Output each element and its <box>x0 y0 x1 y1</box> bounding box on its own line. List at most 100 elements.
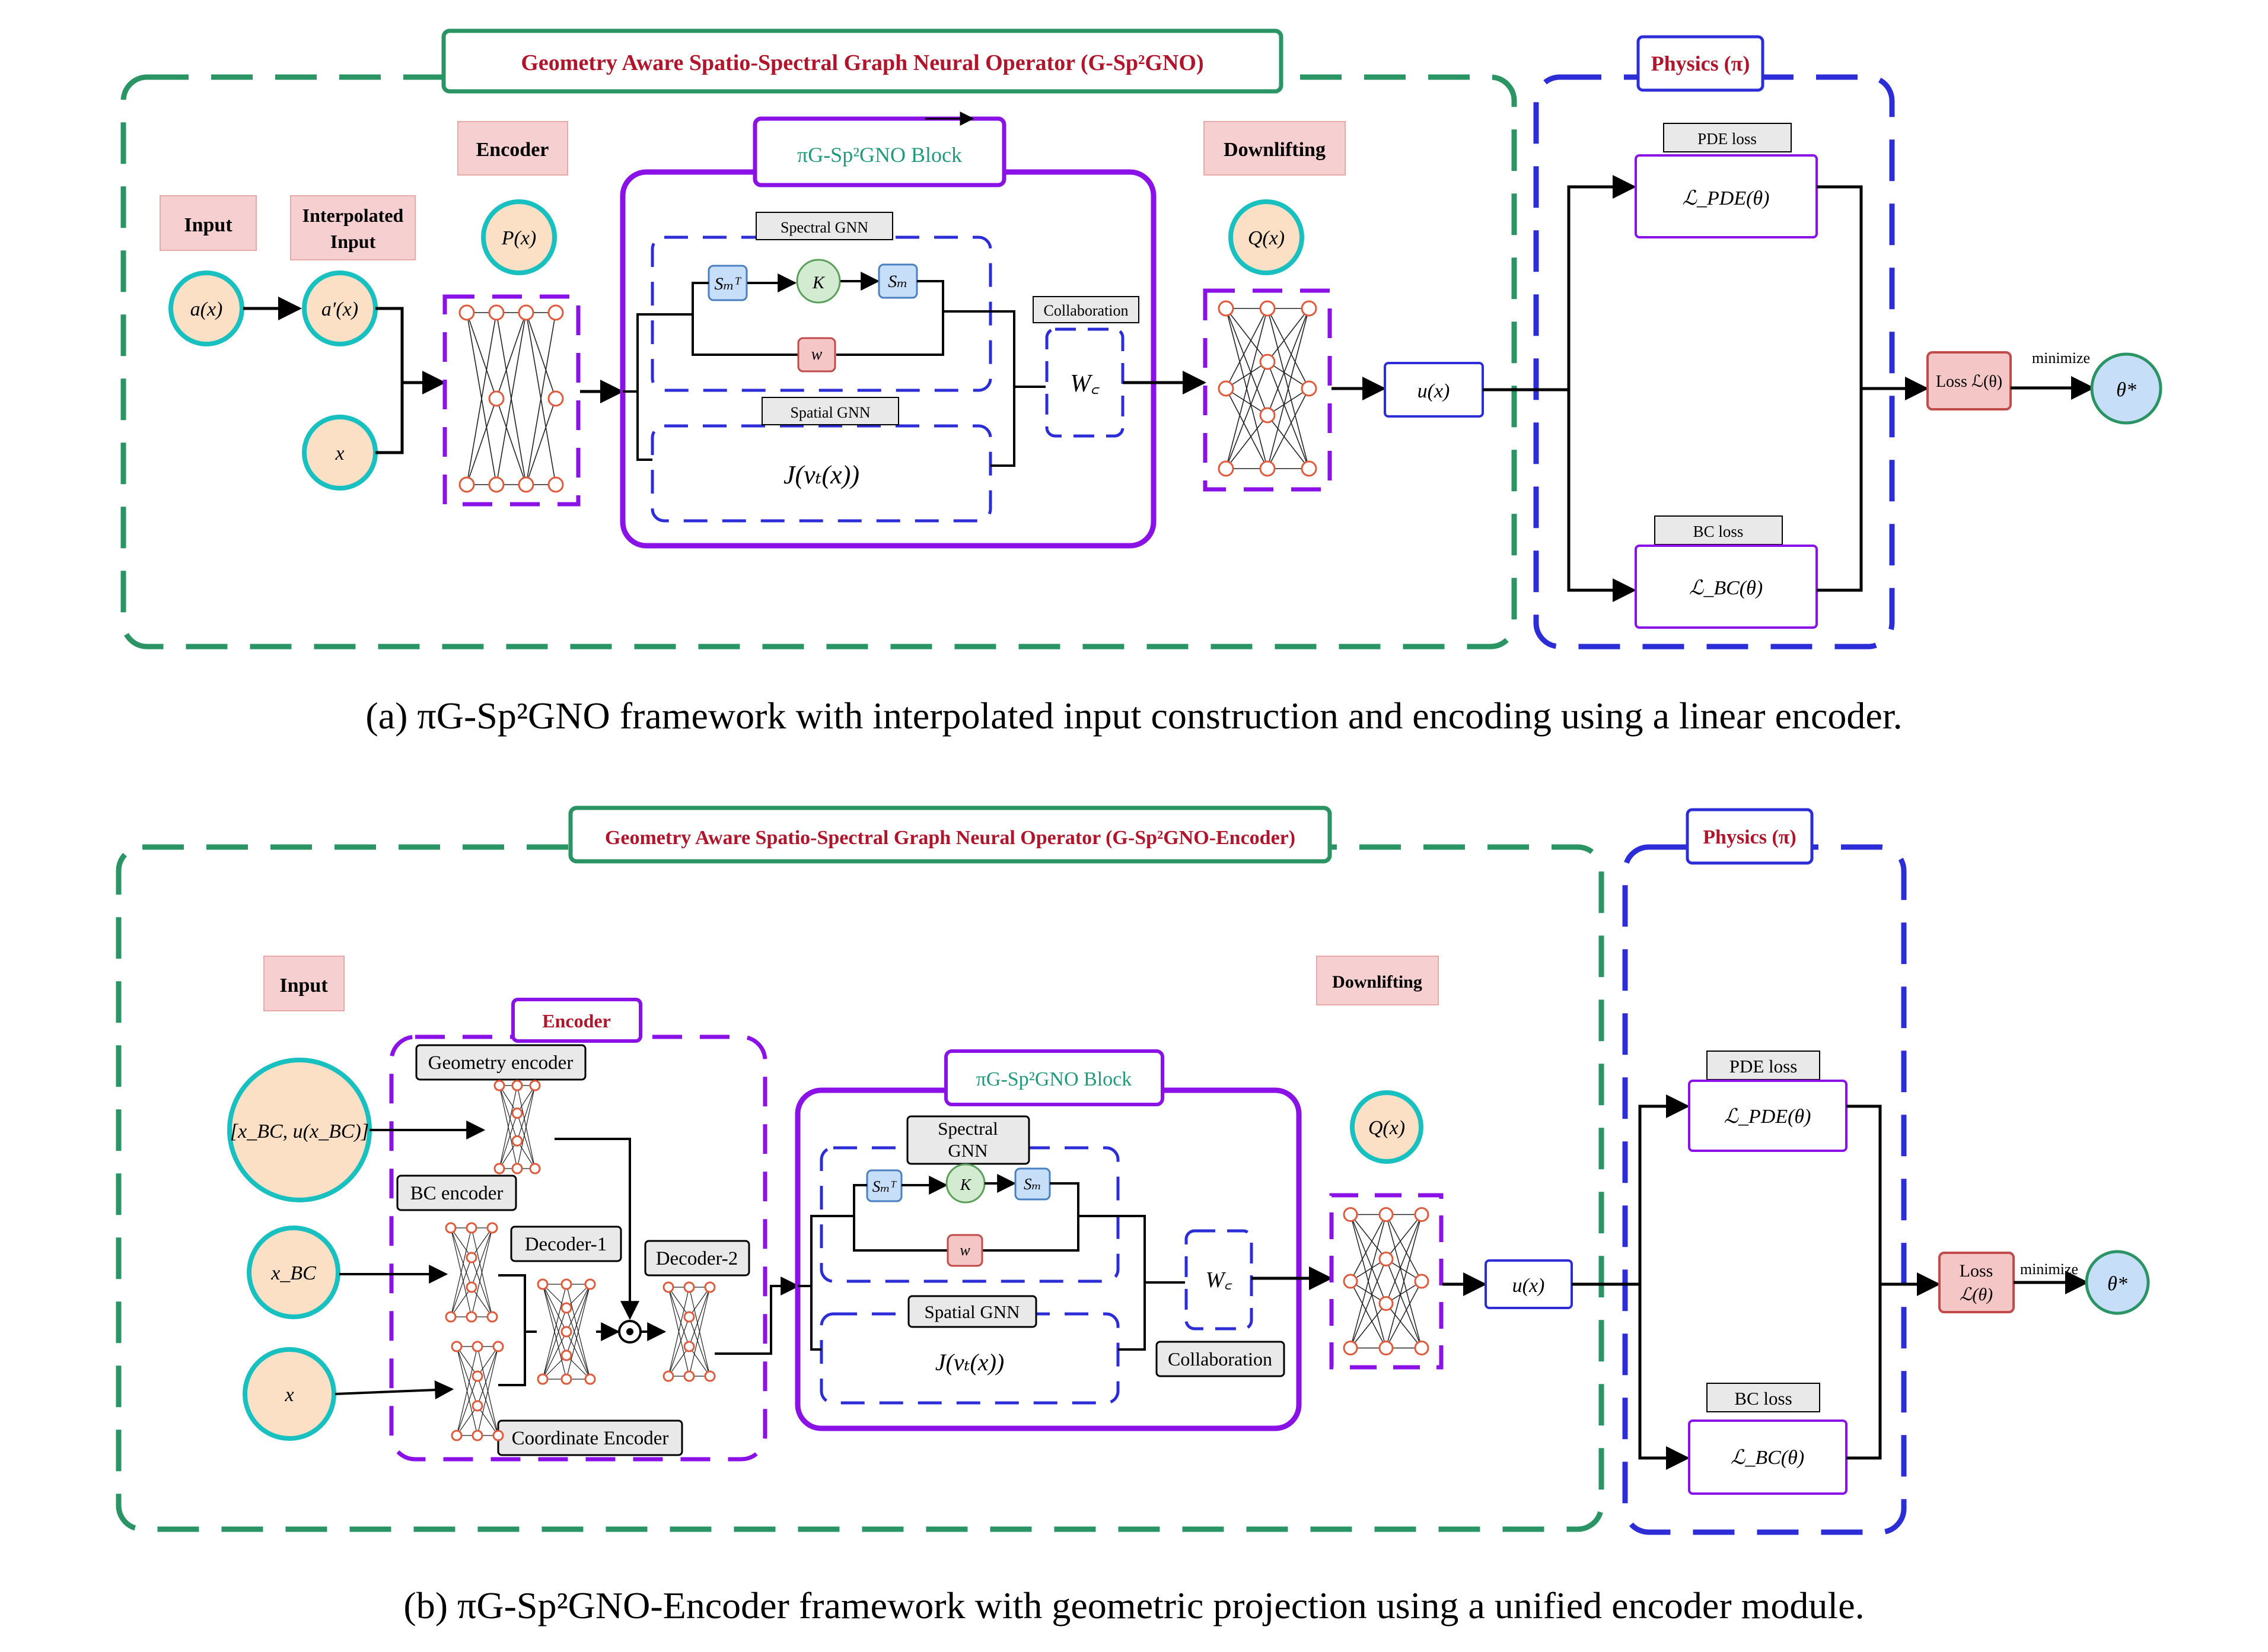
net-edge <box>542 1307 567 1380</box>
net-node <box>472 1430 483 1441</box>
b-geo-enc-label: Geometry encoder <box>428 1052 574 1074</box>
net-node <box>529 1080 541 1091</box>
net-node <box>466 1252 477 1263</box>
net-node <box>1378 1296 1394 1311</box>
a-collab-label: Collaboration <box>1044 302 1129 319</box>
a-block-out-wiring <box>943 310 1015 467</box>
net-edge <box>542 1331 567 1380</box>
net-edge <box>477 1346 499 1377</box>
net-node <box>560 1278 572 1290</box>
net-edge <box>456 1346 478 1377</box>
a-input-ax-node <box>168 270 244 346</box>
a-minimize: minimize <box>2032 349 2090 367</box>
net-node <box>537 1278 549 1290</box>
a-block-title: πG-Sp²GNO Block <box>797 143 962 167</box>
net-edge <box>450 1227 472 1288</box>
b-spectral-label-2: GNN <box>948 1140 988 1161</box>
net-node <box>1218 380 1234 397</box>
a-bc-label-box <box>1654 515 1783 545</box>
b-w-box <box>947 1234 983 1267</box>
net-node <box>1343 1207 1358 1222</box>
net-node <box>466 1311 477 1323</box>
b-loss-1: Loss <box>1960 1261 1993 1281</box>
net-edge <box>1267 415 1310 469</box>
net-edge <box>450 1227 472 1317</box>
net-edge <box>525 312 556 399</box>
b-merge-out <box>1846 1104 1882 1460</box>
a-bc-math: ℒ_BC(θ) <box>1689 577 1763 599</box>
net-node <box>488 304 505 321</box>
b-dec1-label-box <box>510 1226 622 1262</box>
net-edge <box>496 398 527 485</box>
net-edge <box>689 1316 711 1377</box>
b-spatial-label: Spatial GNN <box>924 1301 1020 1322</box>
net-edge <box>450 1257 472 1317</box>
b-arrow-x <box>335 1380 454 1400</box>
b-block-in-wiring <box>798 1215 854 1287</box>
net-edge <box>1267 388 1310 416</box>
b-block-title: πG-Sp²GNO Block <box>976 1068 1132 1090</box>
net-node <box>547 390 564 407</box>
net-node <box>493 1080 505 1091</box>
b-branch-down <box>1638 1284 1690 1470</box>
net-node <box>493 1163 505 1174</box>
net-node <box>1218 300 1234 317</box>
b-qx-node <box>1350 1090 1423 1164</box>
a-bc-box <box>1635 545 1818 629</box>
a-k-node <box>796 259 841 304</box>
a-loss: Loss ℒ(θ) <box>1936 373 2002 391</box>
a-k: K <box>812 273 826 292</box>
b-theta-node <box>2085 1250 2150 1315</box>
net-node <box>584 1278 596 1290</box>
net-node <box>560 1349 572 1361</box>
b-downlifting-label-box <box>1316 956 1439 1005</box>
b-physics-region <box>1622 844 1907 1535</box>
net-edge <box>1350 1303 1387 1348</box>
a-encoder-network <box>458 304 564 493</box>
net-edge <box>477 1346 499 1436</box>
net-node <box>458 304 475 321</box>
net-edge <box>1267 361 1310 389</box>
b-input-label: Input <box>279 975 328 997</box>
b-merge-bc-coord <box>498 1274 526 1386</box>
net-edge <box>471 1227 493 1317</box>
a-encoder-net-frame <box>442 294 581 507</box>
net-edge <box>1350 1214 1387 1304</box>
a-input-label: Input <box>184 214 232 236</box>
a-sm: Sₘ <box>888 272 907 291</box>
net-edge <box>1225 308 1268 416</box>
net-edge <box>517 1085 536 1169</box>
net-node <box>1378 1252 1394 1266</box>
b-bc-enc-label-box <box>396 1174 517 1211</box>
net-edge <box>1225 415 1268 469</box>
net-edge <box>1225 308 1268 389</box>
a-interp-label-box <box>290 195 416 260</box>
net-node <box>488 390 505 407</box>
a-bc-label: BC loss <box>1693 523 1744 540</box>
b-coord-enc-label: Coordinate Encoder <box>512 1428 669 1449</box>
b-xbc: x_BC <box>270 1262 316 1284</box>
net-edge <box>1385 1214 1422 1348</box>
net-edge <box>1267 308 1310 416</box>
net-edge <box>1385 1214 1422 1259</box>
net-edge <box>566 1331 591 1380</box>
net-node <box>1301 300 1317 317</box>
net-edge <box>525 312 556 485</box>
net-edge <box>466 398 497 485</box>
a-pde-label-box <box>1663 123 1792 152</box>
net-node <box>1343 1274 1358 1289</box>
a-w: w <box>811 345 823 364</box>
net-node <box>466 1281 477 1293</box>
net-edge <box>499 1085 518 1141</box>
b-pde-math: ℒ_PDE(θ) <box>1724 1106 1811 1128</box>
b-bc-math: ℒ_BC(θ) <box>1731 1447 1804 1469</box>
net-node <box>451 1430 463 1441</box>
b-theta: θ* <box>2107 1273 2127 1295</box>
net-edge <box>566 1284 591 1332</box>
net-edge <box>1385 1259 1422 1348</box>
a-spectral-wiring <box>692 282 798 356</box>
a-pde-math: ℒ_PDE(θ) <box>1683 187 1770 209</box>
net-edge <box>496 312 527 399</box>
a-merge-out <box>1817 185 1863 592</box>
